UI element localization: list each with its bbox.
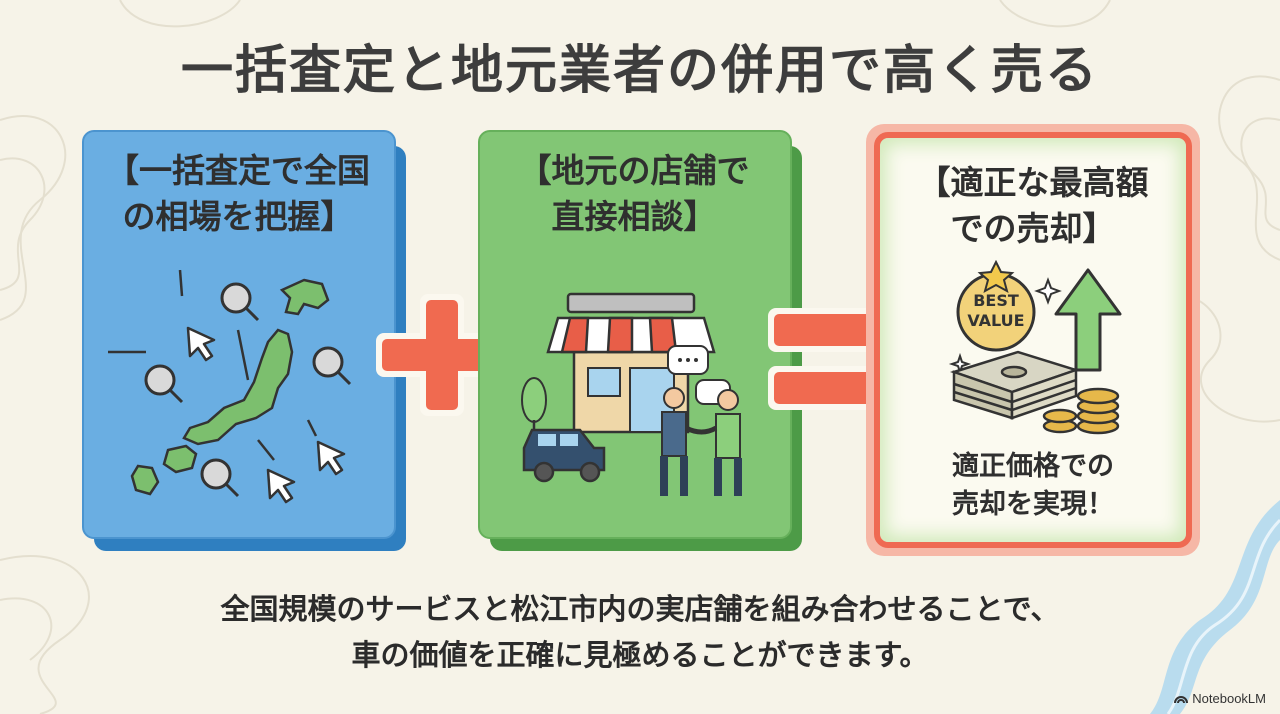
- card-title-line1: 【地元の店舗で: [518, 151, 750, 190]
- page-title: 一括査定と地元業者の併用で高く売る: [180, 41, 1099, 101]
- card-title-line2: の相場を把握】: [122, 197, 354, 236]
- footer-line1: 全国規模のサービスと松江市内の実店舗を組み合わせることで、: [220, 592, 1060, 626]
- result-caption-line1: 適正価格での: [952, 451, 1114, 482]
- badge-best: BEST: [973, 291, 1019, 310]
- card-best-price-sale: 【適正な最高額 での売却】 BEST VALUE: [866, 124, 1206, 560]
- card-title-line1: 【適正な最高額: [917, 163, 1149, 202]
- equals-icon: [768, 308, 890, 410]
- footer-line2: 車の価値を正確に見極めることができます。: [351, 638, 929, 672]
- brand-watermark: NotebookLM: [1174, 691, 1266, 706]
- result-caption-line2: 売却を実現！: [952, 489, 1114, 520]
- local-shop-handshake-icon: [521, 292, 742, 496]
- card-local-shop-consultation: 【地元の店舗で 直接相談】: [478, 130, 808, 555]
- best-value-money-icon: BEST VALUE: [948, 260, 1122, 435]
- card-title-line2: での売却】: [950, 209, 1116, 248]
- card-nationwide-appraisal: 【一括査定で全国 の相場を把握】: [82, 130, 412, 555]
- japan-map-search-icon: [108, 270, 352, 504]
- footer-summary: 全国規模のサービスと松江市内の実店舗を組み合わせることで、 車の価値を正確に見極…: [0, 586, 1280, 678]
- plus-icon: [376, 294, 508, 416]
- notebooklm-logo-icon: [1174, 695, 1189, 703]
- card-title-line1: 【一括査定で全国: [106, 151, 370, 190]
- card-title-line2: 直接相談】: [551, 197, 717, 236]
- brand-label: NotebookLM: [1192, 691, 1266, 706]
- badge-value: VALUE: [967, 311, 1024, 330]
